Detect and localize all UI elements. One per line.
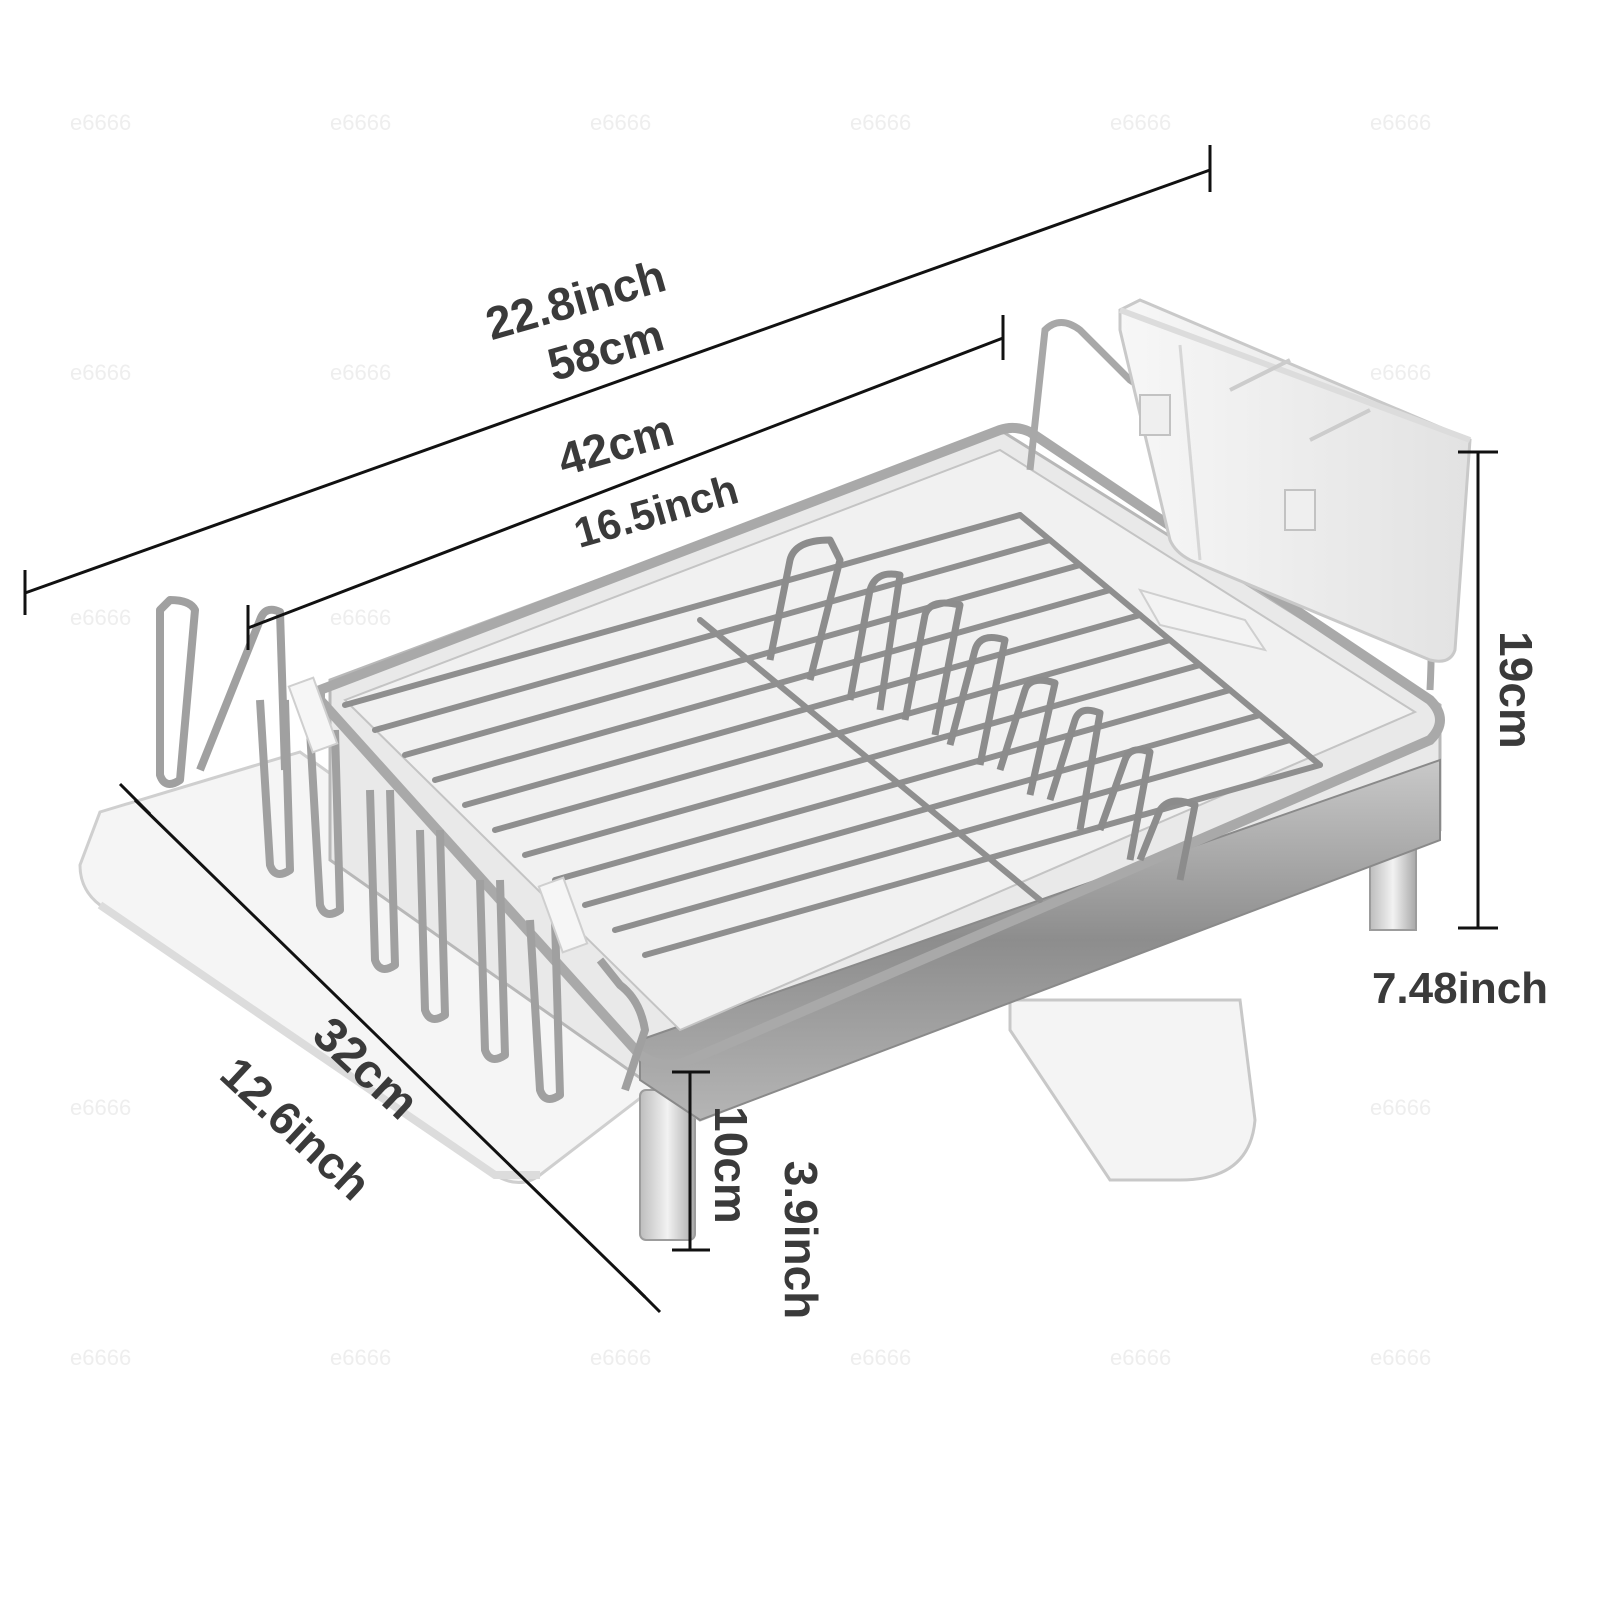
rack-basin-steel-band: [639, 758, 1441, 1122]
svg-text:e6666: e6666: [70, 1345, 131, 1370]
rack-basin-rim: [315, 422, 1445, 1070]
caddy-side-clip: [1137, 588, 1268, 652]
drain-spout: [1008, 998, 1257, 1182]
svg-text:e6666: e6666: [70, 360, 131, 385]
svg-text:e6666: e6666: [330, 605, 391, 630]
plate-dividers: [766, 536, 1199, 881]
svg-text:e6666: e6666: [850, 110, 911, 135]
dimension-rack-width: [246, 315, 1005, 650]
svg-text:e6666: e6666: [1370, 1095, 1431, 1120]
svg-text:e6666: e6666: [330, 360, 391, 385]
svg-text:e6666: e6666: [1110, 110, 1171, 135]
label-leg-height-cm: 10cm: [705, 1106, 757, 1224]
label-leg-height-inch: 3.9inch: [775, 1161, 827, 1320]
svg-text:e6666: e6666: [1370, 110, 1431, 135]
svg-text:e6666: e6666: [590, 1345, 651, 1370]
svg-text:e6666: e6666: [330, 1345, 391, 1370]
svg-text:e6666: e6666: [70, 1095, 131, 1120]
dimension-leg-height: [672, 1070, 710, 1252]
divider-clip: [537, 876, 589, 954]
svg-text:e6666: e6666: [850, 1345, 911, 1370]
watermark-pattern: e6666 e6666 e6666 e6666 e6666 e6666 e6666 e666…: [70, 110, 1431, 1370]
wire-grid: [342, 512, 1323, 958]
svg-text:e6666: e6666: [1110, 1345, 1171, 1370]
svg-text:e6666: e6666: [70, 110, 131, 135]
svg-text:e6666: e6666: [1370, 1345, 1431, 1370]
dimension-depth: [118, 782, 662, 1314]
drainboard-edge: [97, 901, 540, 1179]
label-rack-width-cm: 42cm: [552, 403, 679, 485]
svg-text:e6666: e6666: [590, 110, 651, 135]
utensil-caddy: [1118, 298, 1472, 663]
divider-clip: [287, 676, 339, 754]
svg-text:e6666: e6666: [1370, 360, 1431, 385]
label-height-cm: 19cm: [1490, 631, 1542, 749]
label-height-inch: 7.48inch: [1372, 964, 1548, 1013]
dimension-height: [1458, 450, 1498, 930]
svg-text:e6666: e6666: [70, 605, 131, 630]
dimension-overall-width: [23, 145, 1212, 615]
svg-text:e6666: e6666: [330, 110, 391, 135]
cup-holder-loops: [156, 596, 649, 1103]
